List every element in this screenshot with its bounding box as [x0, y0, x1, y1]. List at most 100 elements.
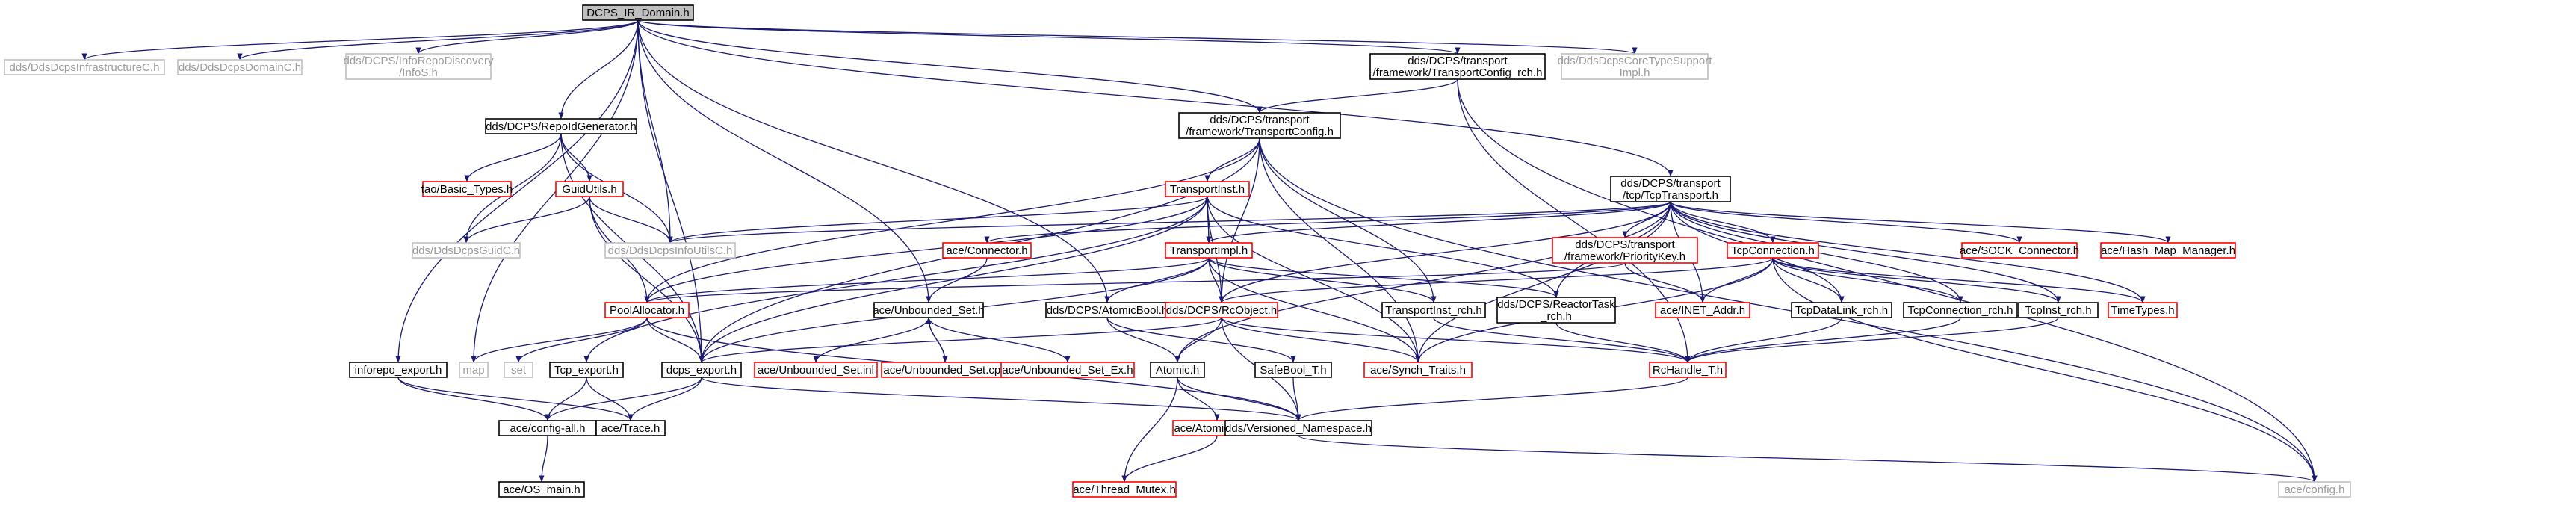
node-box-tcpConnection [1727, 242, 1819, 259]
edge-root-to-unboundedSet [637, 19, 932, 303]
node-box-repoIdGen [485, 118, 637, 134]
node-threadMutex[interactable]: ace/Thread_Mutex.h [1072, 481, 1177, 498]
node-tcpTransport[interactable]: dds/DCPS/transport/tcp/TcpTransport.h [1610, 176, 1731, 202]
node-connector[interactable]: ace/Connector.h [942, 242, 1032, 259]
node-label-root: DCPS_IR_Domain.h [586, 7, 690, 19]
node-inetAddr[interactable]: ace/INET_Addr.h [1655, 302, 1750, 318]
node-box-priorityKey [1552, 237, 1698, 264]
node-unboundedSet[interactable]: ace/Unbounded_Set.h [873, 302, 985, 318]
node-map[interactable]: map [459, 362, 489, 378]
node-box-tcRch [1369, 53, 1546, 80]
edge-tcRch-to-transportConfig [1257, 78, 1458, 114]
node-atomicH[interactable]: Atomic.h [1150, 362, 1205, 378]
node-osMain[interactable]: ace/OS_main.h [498, 481, 585, 498]
node-unboundedSetEx[interactable]: ace/Unbounded_Set_Ex.h [1000, 362, 1135, 378]
node-label-hashMap: ace/Hash_Map_Manager.h [2101, 244, 2235, 257]
node-versionedNs[interactable]: dds/Versioned_Namespace.h [1224, 420, 1372, 436]
node-box-rcHandle [1649, 362, 1727, 378]
node-aceTrace[interactable]: ace/Trace.h [595, 420, 666, 436]
edge-rcObject-to-rcHandle [1221, 317, 1691, 363]
node-label-guidC: dds/DdsDcpsGuidC.h [412, 244, 520, 257]
node-guidC[interactable]: dds/DdsDcpsGuidC.h [412, 242, 521, 259]
node-label-transportConfig: dds/DCPS/transport [1210, 114, 1310, 126]
node-tcpDataLinkRch[interactable]: TcpDataLink_rch.h [1791, 302, 1892, 318]
edge-transportInst-to-reactorTaskRch [1207, 196, 1559, 298]
edge-poolAllocator-to-map [471, 317, 648, 363]
node-box-map [459, 362, 489, 378]
node-transportInstRch[interactable]: TransportInst_rch.h [1381, 302, 1486, 318]
node-transportImpl[interactable]: TransportImpl.h [1165, 242, 1253, 259]
node-label-reactorTaskRch: dds/DCPS/ReactorTask [1497, 298, 1615, 311]
node-guidUtils[interactable]: GuidUtils.h [555, 181, 624, 197]
edge-tcpDataLinkRch-to-rcHandle [1685, 317, 1842, 363]
node-timeTypes[interactable]: TimeTypes.h [2108, 302, 2178, 318]
node-label-transportInst: TransportInst.h [1170, 183, 1245, 196]
edge-tcpInstRch-to-rcHandle [1685, 317, 2059, 363]
node-unboundedSetInl[interactable]: ace/Unbounded_Set.inl [754, 362, 878, 378]
node-box-osMain [498, 481, 585, 498]
node-tcpExport[interactable]: Tcp_export.h [549, 362, 624, 378]
node-rcHandle[interactable]: RcHandle_T.h [1649, 362, 1727, 378]
edge-tcpTransport-to-hashMap [1670, 201, 2171, 244]
edge-tcpTransport-to-rcObject [1219, 201, 1671, 303]
edge-tcpConnection-to-inetAddr [1700, 257, 1774, 303]
node-label-threadMutex: ace/Thread_Mutex.h [1073, 483, 1176, 496]
node-infraC[interactable]: dds/DdsDcpsInfrastructureC.h [4, 59, 165, 75]
node-label-osMain: ace/OS_main.h [503, 483, 580, 496]
node-tcpInstRch[interactable]: TcpInst_rch.h [2018, 302, 2099, 318]
edge-atomicBool-to-atomicH [1106, 317, 1180, 363]
node-transportConfig[interactable]: dds/DCPS/transport/framework/TransportCo… [1178, 112, 1341, 139]
node-aceConfig[interactable]: ace/config.h [2278, 481, 2351, 498]
edge-root-to-infoRepoDisc [415, 19, 639, 55]
node-box-rcObject [1165, 302, 1278, 318]
node-box-domainC [177, 59, 303, 75]
node-domainC[interactable]: dds/DdsDcpsDomainC.h [177, 59, 303, 75]
node-atomicBool[interactable]: dds/DCPS/AtomicBool.h [1045, 302, 1169, 318]
node-box-inforepoExport [349, 362, 448, 378]
node-label-infraC: dds/DdsDcpsInfrastructureC.h [10, 61, 160, 74]
node-basicTypes[interactable]: tao/Basic_Types.h [421, 181, 513, 197]
node-root[interactable]: DCPS_IR_Domain.h [582, 4, 694, 21]
edge-rcObject-to-dcpsExport [699, 317, 1222, 363]
node-unboundedSetCpp[interactable]: ace/Unbounded_Set.cpp [881, 362, 1009, 378]
node-set[interactable]: set [504, 362, 533, 378]
node-tcpConnectionRch[interactable]: TcpConnection_rch.h [1903, 302, 2018, 318]
node-inforepoExport[interactable]: inforepo_export.h [349, 362, 448, 378]
node-box-tcpExport [549, 362, 624, 378]
node-label-configAll: ace/config-all.h [510, 422, 586, 435]
node-rcObject[interactable]: dds/DCPS/RcObject.h [1165, 302, 1278, 318]
edge-inforepoExport-to-configAll [397, 377, 551, 421]
node-box-infoUtilsC [604, 242, 736, 259]
node-transportInst[interactable]: TransportInst.h [1165, 181, 1250, 197]
node-tcRch[interactable]: dds/DCPS/transport/framework/TransportCo… [1369, 53, 1546, 80]
edge-transportInstRch-to-rcHandle [1433, 317, 1691, 363]
nodes-layer: DCPS_IR_Domain.h dds/DdsDcpsInfrastructur… [4, 4, 2351, 498]
node-label-tcRch: /framework/TransportConfig_rch.h [1372, 66, 1542, 79]
node-label-poolAllocator: PoolAllocator.h [610, 304, 684, 317]
node-reactorTaskRch[interactable]: dds/DCPS/ReactorTask_rch.h [1496, 297, 1616, 324]
node-infoRepoDisc[interactable]: dds/DCPS/InfoRepoDiscovery/InfoS.h [344, 53, 494, 80]
node-box-aceConfig [2278, 481, 2351, 498]
edge-atomicH-to-versionedNs [1177, 377, 1301, 421]
node-label-map: map [462, 364, 484, 377]
node-repoIdGen[interactable]: dds/DCPS/RepoIdGenerator.h [485, 118, 637, 134]
edge-poolAllocator-to-dcpsExport [646, 317, 705, 363]
node-safeBool[interactable]: SafeBool_T.h [1254, 362, 1332, 378]
node-hashMap[interactable]: ace/Hash_Map_Manager.h [2100, 242, 2236, 259]
node-poolAllocator[interactable]: PoolAllocator.h [604, 302, 690, 318]
edge-tcpTransport-to-transportImpl [1206, 201, 1671, 244]
edge-tcpConnection-to-rcObject [1219, 257, 1774, 303]
edge-root-to-tcpTransport [637, 19, 1674, 177]
node-label-tcpConnection: TcpConnection.h [1731, 244, 1815, 257]
node-sockConnector[interactable]: ace/SOCK_Connector.h [1960, 242, 2079, 259]
node-label-coreTypeSupport: Impl.h [1620, 66, 1650, 79]
node-synchTraits[interactable]: ace/Synch_Traits.h [1363, 362, 1473, 378]
node-box-poolAllocator [604, 302, 690, 318]
node-label-tcRch: dds/DCPS/transport [1408, 55, 1508, 67]
node-configAll[interactable]: ace/config-all.h [498, 420, 597, 436]
node-priorityKey[interactable]: dds/DCPS/transport/framework/PriorityKey… [1552, 237, 1698, 264]
node-tcpConnection[interactable]: TcpConnection.h [1727, 242, 1819, 259]
node-infoUtilsC[interactable]: dds/DdsDcpsInfoUtilsC.h [604, 242, 736, 259]
node-dcpsExport[interactable]: dcps_export.h [661, 362, 742, 378]
